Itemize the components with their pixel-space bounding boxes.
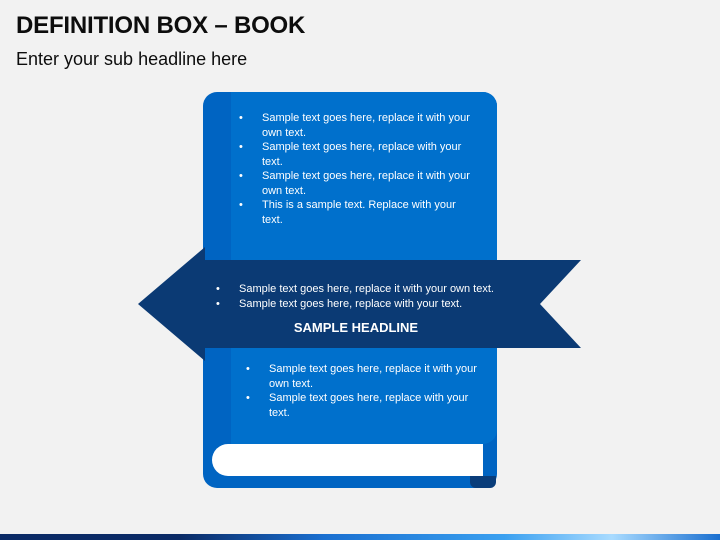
list-item: This is a sample text. Replace with your…: [238, 198, 470, 227]
ribbon-headline: SAMPLE HEADLINE: [293, 320, 419, 335]
list-item: Sample text goes here, replace with your…: [245, 391, 481, 420]
list-item: Sample text goes here, replace it with y…: [238, 111, 470, 140]
book-pages: [212, 444, 483, 476]
book-bottom-edge: [470, 476, 496, 488]
page-subtitle: Enter your sub headline here: [16, 49, 248, 69]
list-item: Sample text goes here, replace it with y…: [215, 282, 515, 297]
list-item: Sample text goes here, replace with your…: [215, 297, 515, 312]
page-title: DEFINITION BOX – BOOK: [16, 12, 306, 39]
footer-accent-bar: [0, 534, 720, 540]
list-item: Sample text goes here, replace it with y…: [245, 362, 481, 391]
list-item: Sample text goes here, replace it with y…: [238, 169, 470, 198]
book-top-bullets: Sample text goes here, replace it with y…: [238, 111, 470, 227]
book-bottom-bullets: Sample text goes here, replace it with y…: [245, 362, 481, 420]
ribbon-bullets: Sample text goes here, replace it with y…: [215, 282, 515, 311]
list-item: Sample text goes here, replace with your…: [238, 140, 470, 169]
